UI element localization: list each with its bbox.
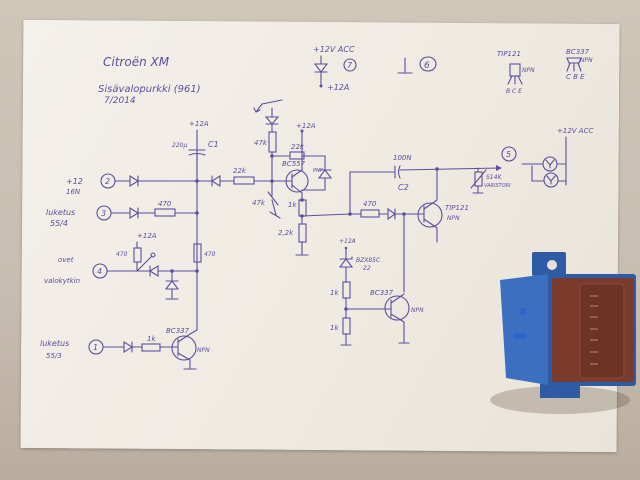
relay-pins xyxy=(590,295,598,365)
varistor-sub-label: VARISTORI xyxy=(484,183,511,189)
title-date: 7/2014 xyxy=(104,96,136,106)
transistor-q4-icon xyxy=(384,293,410,344)
resistor-2k2-label: 2,2k xyxy=(278,229,294,237)
tip121-pinout-type: NPN xyxy=(522,67,535,74)
acc-supply-label: +12V ACC xyxy=(313,45,355,54)
lamp-2-icon xyxy=(543,172,559,188)
pin-2-label: 2 xyxy=(105,177,110,186)
pin-1-label: 1 xyxy=(93,343,98,352)
input-1-label2: 55/3 xyxy=(46,352,62,360)
q4-type-label: NPN xyxy=(411,307,424,314)
resistor-470-bus xyxy=(193,243,202,263)
transistor-q2-icon xyxy=(284,129,309,201)
input-3-label2: 55/4 xyxy=(50,219,68,228)
zener-label: BZX85C xyxy=(356,257,381,264)
pin-7-label: 7 xyxy=(347,61,353,70)
input-2-label2: 16N xyxy=(66,188,81,196)
q1-label: BC337 xyxy=(166,327,190,335)
tip121-package-icon xyxy=(507,63,523,85)
switch-contact-icon xyxy=(136,255,153,272)
pin-4-label: 4 xyxy=(97,267,102,276)
resistor-1k-c-label: 1k xyxy=(330,324,339,332)
title-line2: Sisävalopurkki (961) xyxy=(98,84,201,95)
relay-mount-hole xyxy=(547,260,557,270)
q2-zener-icon xyxy=(301,155,333,191)
input-4-zener-icon xyxy=(164,270,180,300)
q2-supply-label: +12A xyxy=(296,122,316,130)
bc337-pinout-name: BC337 xyxy=(566,48,590,56)
c1-supply-label: +12A xyxy=(189,120,209,128)
varistor-icon xyxy=(470,167,487,194)
output-arrow-icon xyxy=(496,165,502,171)
transistor-q3-icon xyxy=(417,168,443,243)
input-3-diode-icon xyxy=(110,207,156,219)
title-line1: Citroën XM xyxy=(103,55,170,69)
transistor-q1-icon xyxy=(171,329,198,370)
input-1-diode-icon xyxy=(102,341,143,353)
bc337-package-icon xyxy=(566,57,582,72)
resistor-470-input3-label: 470 xyxy=(158,200,172,208)
resistor-1k-b-label: 1k xyxy=(330,289,339,297)
c2-value-label: 100N xyxy=(393,154,412,162)
pin-5-label: 5 xyxy=(506,150,511,159)
ground-symbol-icon xyxy=(397,57,413,74)
input-4-label2: valokytkin xyxy=(44,277,80,285)
r-in4-supply-label: +12A xyxy=(137,232,157,240)
pin-7-circle xyxy=(343,58,357,72)
zener-supply-label: +12A xyxy=(339,238,356,245)
zener-value-label: 22 xyxy=(363,265,371,272)
q2-type-label: PNP xyxy=(313,168,323,174)
relay-side-face xyxy=(500,274,548,385)
resistor-1k-a-label: 1k xyxy=(288,201,297,209)
resistor-470-b-label: 470 xyxy=(363,200,377,208)
acc-out-label: +12A xyxy=(327,83,349,92)
varistor-label: S14K xyxy=(486,174,502,181)
pin-6-circle xyxy=(419,56,437,72)
c1-value-label: 220µ xyxy=(172,142,187,149)
c1-label: C1 xyxy=(208,140,219,149)
pin-6-label: 6 xyxy=(424,61,430,71)
input-1-label1: luketus xyxy=(40,339,69,348)
tip121-pinout-pins: B C E xyxy=(506,88,522,95)
input-2-diode-icon xyxy=(114,175,198,187)
pin-5-circle xyxy=(501,146,517,162)
relay-connector-socket xyxy=(579,283,625,379)
input-3-label1: luketus xyxy=(46,208,75,217)
input-4-label1: ovet xyxy=(58,256,74,264)
bc337-pinout-pins: C B E xyxy=(566,73,585,81)
resistor-1k-q1-label: 1k xyxy=(147,335,156,343)
resistor-22k-b-label: 22k xyxy=(291,143,305,151)
bus-diode-icon xyxy=(196,175,235,187)
q4-label: BC337 xyxy=(370,289,394,297)
c2-label: C2 xyxy=(398,183,409,192)
zener-bzx85c-icon xyxy=(338,246,354,283)
q3-type-label: NPN xyxy=(447,215,460,222)
q3-base-diode-icon xyxy=(378,207,421,221)
acc-diode-icon xyxy=(313,55,329,88)
bc337-pinout-type: NPN xyxy=(580,57,593,64)
pin-3-label: 3 xyxy=(101,209,106,218)
q1-type-label: NPN xyxy=(197,347,210,354)
q3-label: TIP121 xyxy=(445,204,469,212)
resistor-470-bus-label: 470 xyxy=(204,251,216,258)
top-led-diode-icon xyxy=(253,99,283,133)
resistor-47k-label: 47k xyxy=(254,139,268,147)
lamp-supply-label: +12V ACC xyxy=(557,127,593,135)
resistor-470-input4-label: 470 xyxy=(116,251,128,258)
q2-label: BC557 xyxy=(282,160,306,168)
lower-led-icon xyxy=(267,180,281,219)
resistor-22k-a-label: 22k xyxy=(233,167,247,175)
input-2-label1: +12 xyxy=(66,177,83,186)
resistor-47k-b-label: 47k xyxy=(252,199,266,207)
capacitor-c1-icon xyxy=(188,129,206,182)
input-4-diode-icon xyxy=(136,265,198,277)
capacitor-c2-icon xyxy=(394,165,401,179)
tip121-pinout-name: TIP121 xyxy=(497,50,521,58)
